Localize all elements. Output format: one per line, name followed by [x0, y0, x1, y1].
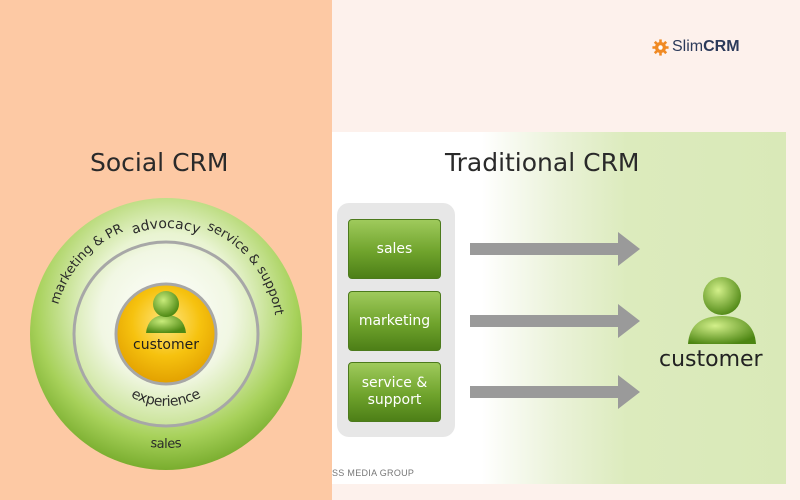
traditional-customer-label: customer — [659, 347, 763, 372]
channel-box-marketing: marketing — [348, 291, 441, 351]
logo-prefix: Slim — [672, 38, 704, 55]
channel-label: sales — [376, 240, 413, 257]
channel-label: marketing — [358, 312, 431, 329]
customer-icon — [146, 291, 186, 333]
channel-box-sales: sales — [348, 219, 441, 279]
social-crm-diagram: customer advocacy experience marketing &… — [30, 198, 302, 470]
traditional-crm-title: Traditional CRM — [445, 148, 640, 177]
customer-core — [114, 282, 218, 386]
customer-icon — [688, 277, 756, 344]
social-crm-title: Social CRM — [90, 148, 229, 177]
arrow-marketing — [470, 304, 640, 338]
arrow-service-support — [470, 375, 640, 409]
arrow-sales — [470, 232, 640, 266]
logo-suffix: CRM — [703, 38, 740, 55]
outer-label-sales: sales — [150, 436, 183, 452]
inner-label-advocacy: advocacy — [130, 216, 203, 238]
channel-box-service-support: service & support — [348, 362, 441, 422]
watermark: SS MEDIA GROUP — [332, 468, 415, 478]
gear-icon — [652, 38, 669, 56]
center-customer-label: customer — [133, 337, 199, 353]
channel-label: service & support — [361, 375, 428, 408]
